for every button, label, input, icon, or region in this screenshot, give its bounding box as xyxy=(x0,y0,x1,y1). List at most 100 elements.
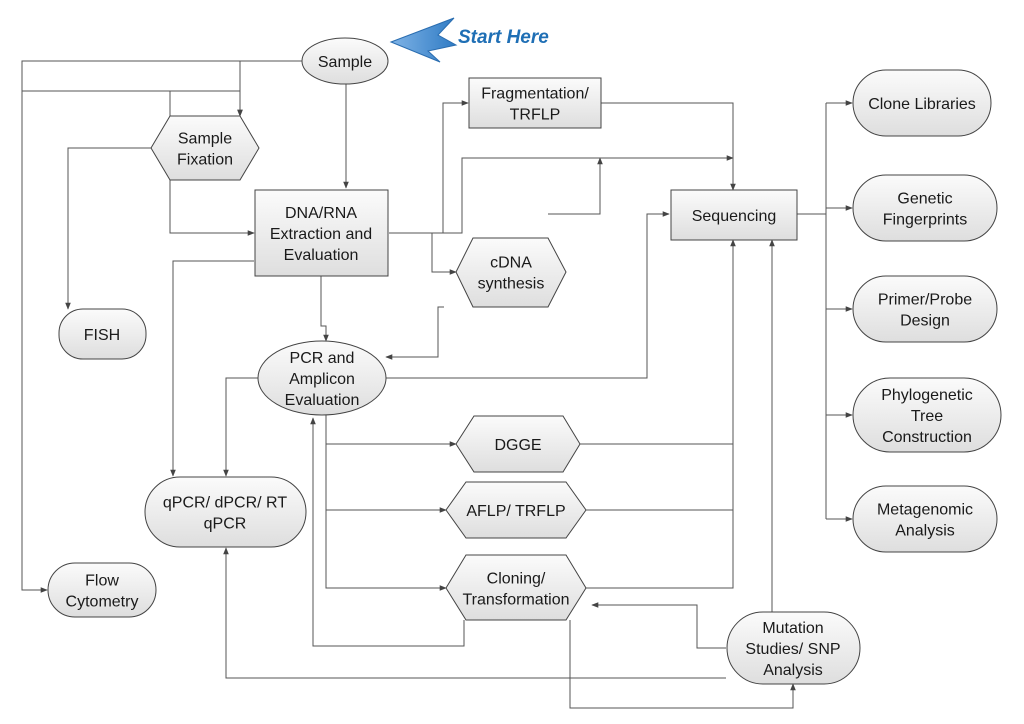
connector-pcr-to-sequencing xyxy=(386,211,670,379)
node-label-line: cDNA xyxy=(490,255,532,272)
node-text: Clone Libraries xyxy=(868,96,976,113)
start-arrow-icon xyxy=(389,17,458,63)
node-fish[interactable]: FISH xyxy=(58,308,147,360)
metagenomic-shape xyxy=(852,485,998,553)
connector-pcr-to-cloning xyxy=(325,510,447,591)
node-label-line: Extraction and xyxy=(270,226,372,243)
sample-shape xyxy=(301,37,389,85)
node-text: Sample xyxy=(318,54,372,71)
node-label-line: Construction xyxy=(882,429,972,446)
node-label-line: Fixation xyxy=(177,152,233,169)
node-label-line: Studies/ SNP xyxy=(745,641,840,658)
connectors xyxy=(21,60,853,709)
node-clone-libraries[interactable]: Clone Libraries xyxy=(852,69,992,137)
node-label-line: Design xyxy=(900,313,950,330)
node-label-line: Fragmentation/ xyxy=(481,86,589,103)
node-sequencing[interactable]: Sequencing xyxy=(670,189,798,241)
node-label-line: AFLP/ TRFLP xyxy=(466,503,565,520)
node-label-line: Primer/Probe xyxy=(878,292,972,309)
node-label-line: qPCR xyxy=(204,516,247,533)
node-cloning-transformation[interactable]: Cloning/Transformation xyxy=(445,554,587,621)
node-text: FISH xyxy=(84,327,120,344)
node-label-line: Transformation xyxy=(463,592,570,609)
node-fragmentation[interactable]: Fragmentation/TRFLP xyxy=(468,77,602,129)
node-label-line: Genetic xyxy=(897,191,952,208)
connector-pcr-to-dgge xyxy=(325,414,457,447)
node-label-line: Cloning/ xyxy=(487,571,546,588)
connector-cdna-to-pcr xyxy=(385,306,444,360)
connector-dna-to-cdna xyxy=(431,233,457,275)
node-label-line: Evaluation xyxy=(285,392,360,409)
connector-trunk-to-fixation xyxy=(22,90,243,117)
connector-dna-to-fragmentation xyxy=(389,100,469,234)
cdna-shape xyxy=(455,237,567,308)
node-label-line: Clone Libraries xyxy=(868,96,976,113)
node-sample[interactable]: Sample xyxy=(301,37,389,85)
node-qpcr[interactable]: qPCR/ dPCR/ RT qPCR xyxy=(144,476,307,548)
node-dgge[interactable]: DGGE xyxy=(455,415,581,473)
pcr-shape xyxy=(257,340,387,416)
node-text: AFLP/ TRFLP xyxy=(466,503,565,520)
node-label-line: DGGE xyxy=(494,437,541,454)
start-here-pointer: Start Here xyxy=(389,17,549,63)
connector-sample-to-fixation xyxy=(237,60,302,117)
connector-mutation-to-cloning xyxy=(591,602,726,649)
connector-fixation-to-dna xyxy=(169,180,255,236)
flow-shape xyxy=(47,562,157,618)
cloning-shape xyxy=(445,554,587,621)
qpcr-shape xyxy=(144,476,307,548)
connector-dna-to-qpcr xyxy=(170,260,254,477)
start-here-label: Start Here xyxy=(458,27,549,48)
dna-rna-shape xyxy=(254,189,389,277)
sequencing-shape xyxy=(670,189,798,241)
node-text: DGGE xyxy=(494,437,541,454)
primer-probe-shape xyxy=(852,275,998,343)
node-label-line: Amplicon xyxy=(289,371,355,388)
phylogenetic-shape xyxy=(852,377,1002,453)
node-label-line: qPCR/ dPCR/ RT xyxy=(163,495,287,512)
node-text: Cloning/Transformation xyxy=(463,571,570,609)
connector-fragmentation-to-sequencing xyxy=(601,102,736,191)
connector-cloning-to-sequencing xyxy=(586,239,736,589)
genetic-fingerprints-shape xyxy=(852,174,998,242)
connector-cdna-to-upper xyxy=(548,157,603,215)
fragmentation-shape xyxy=(468,77,602,129)
connector-mutation-to-qpcr xyxy=(223,547,726,679)
dgge-shape xyxy=(455,415,581,473)
connector-cloning-to-pcr xyxy=(310,417,465,647)
node-text: qPCR/ dPCR/ RT qPCR xyxy=(163,495,287,533)
node-label-line: Evaluation xyxy=(284,247,359,264)
connector-pcr-to-aflp xyxy=(325,444,447,513)
connector-dna-to-pcr xyxy=(320,276,329,342)
node-label-line: Phylogenetic xyxy=(881,387,973,404)
connector-sample-to-flow xyxy=(21,60,302,593)
aflp-shape xyxy=(445,481,587,539)
node-aflp-trflp[interactable]: AFLP/ TRFLP xyxy=(445,481,587,539)
connector-cloning-to-mutation xyxy=(569,620,796,709)
clone-libraries-shape xyxy=(852,69,992,137)
connector-fixation-to-fish xyxy=(65,147,152,310)
connector-pcr-to-qpcr xyxy=(223,377,258,477)
node-label-line: Metagenomic xyxy=(877,502,973,519)
node-label-line: Sample xyxy=(178,131,232,148)
mutation-shape xyxy=(726,611,861,685)
